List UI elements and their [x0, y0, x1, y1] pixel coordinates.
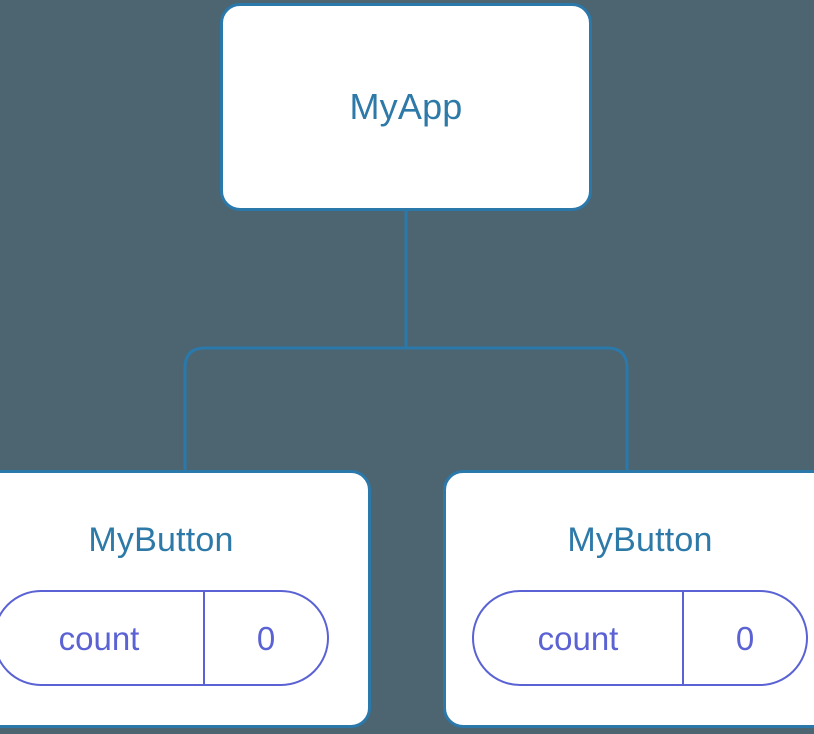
state-value: 0 — [256, 619, 276, 657]
state-pill-wrapper: count 0 — [0, 590, 329, 686]
state-pill-divider — [682, 592, 684, 684]
component-card-mybutton-2[interactable]: MyButton count 0 — [443, 470, 814, 728]
state-value: 0 — [735, 619, 755, 657]
state-pill-wrapper: count 0 — [472, 590, 808, 686]
component-title: MyButton — [567, 521, 713, 559]
state-key: count — [537, 619, 619, 657]
state-pill[interactable]: count 0 — [0, 590, 329, 686]
state-pill[interactable]: count 0 — [472, 590, 808, 686]
state-key: count — [58, 619, 140, 657]
component-card-mybutton-1[interactable]: MyButton count 0 — [0, 470, 371, 728]
state-pill-divider — [203, 592, 205, 684]
component-title: MyButton — [88, 521, 234, 559]
component-title: MyApp — [349, 86, 463, 127]
component-card-myapp[interactable]: MyApp — [220, 3, 592, 211]
connector-branch-bus — [183, 346, 629, 470]
